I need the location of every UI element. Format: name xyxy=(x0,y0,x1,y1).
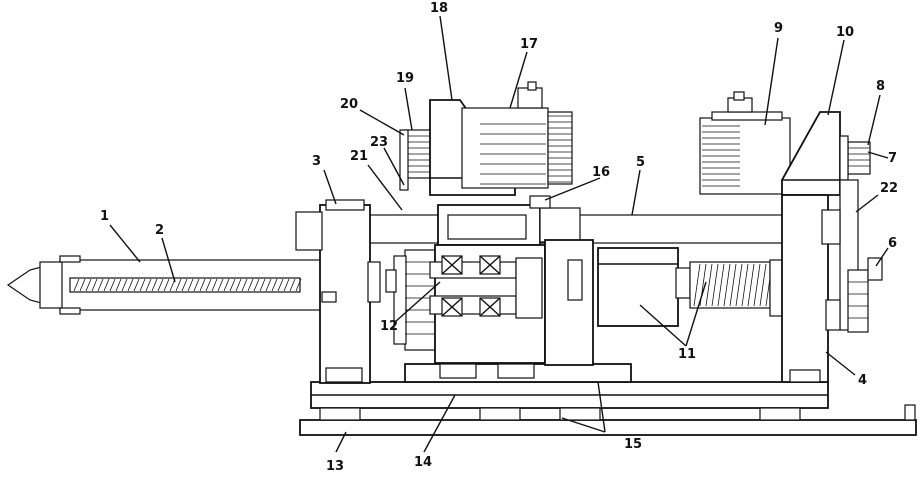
label-9: 9 xyxy=(774,21,783,36)
label-1: 1 xyxy=(100,209,109,224)
belt-22 xyxy=(839,179,869,333)
pulley-19 xyxy=(404,129,431,179)
spindle-12 xyxy=(429,244,546,364)
screw-2 xyxy=(69,277,302,293)
label-4: 4 xyxy=(858,373,867,388)
pulley-21 xyxy=(385,249,436,351)
label-14: 14 xyxy=(414,455,432,470)
label-2: 2 xyxy=(155,223,164,238)
base-frame-14 xyxy=(310,381,829,421)
label-8: 8 xyxy=(876,79,885,94)
label-22: 22 xyxy=(880,181,898,196)
housing-10 xyxy=(781,111,841,196)
label-13: 13 xyxy=(326,459,344,474)
label-7: 7 xyxy=(888,151,897,166)
label-10: 10 xyxy=(836,25,854,40)
label-19: 19 xyxy=(396,71,414,86)
cylinder-11 xyxy=(597,247,791,327)
carriage-3 xyxy=(295,199,381,384)
label-20: 20 xyxy=(340,97,358,112)
end-frame-4 xyxy=(781,194,841,383)
label-6: 6 xyxy=(888,236,897,251)
leader-lines xyxy=(109,15,889,453)
slide-rail-15 xyxy=(404,363,632,383)
label-16: 16 xyxy=(592,165,610,180)
plate-8 xyxy=(839,135,849,181)
label-15: 15 xyxy=(624,437,642,452)
label-11: 11 xyxy=(678,347,696,362)
part-labels: 1 2 3 4 5 6 7 8 9 10 11 12 13 14 15 16 1… xyxy=(100,1,898,474)
label-17: 17 xyxy=(520,37,538,52)
motor-9 xyxy=(699,91,791,195)
plate-23 xyxy=(399,129,409,191)
pulley-7 xyxy=(847,141,871,175)
support-block xyxy=(544,239,594,366)
label-3: 3 xyxy=(312,154,321,169)
base-plate-13 xyxy=(299,404,917,436)
label-23: 23 xyxy=(370,135,388,150)
label-12: 12 xyxy=(380,319,398,334)
label-5: 5 xyxy=(636,155,645,170)
label-21: 21 xyxy=(350,149,368,164)
label-18: 18 xyxy=(430,1,448,16)
block-16 xyxy=(437,195,581,246)
motor-17 xyxy=(461,81,573,189)
